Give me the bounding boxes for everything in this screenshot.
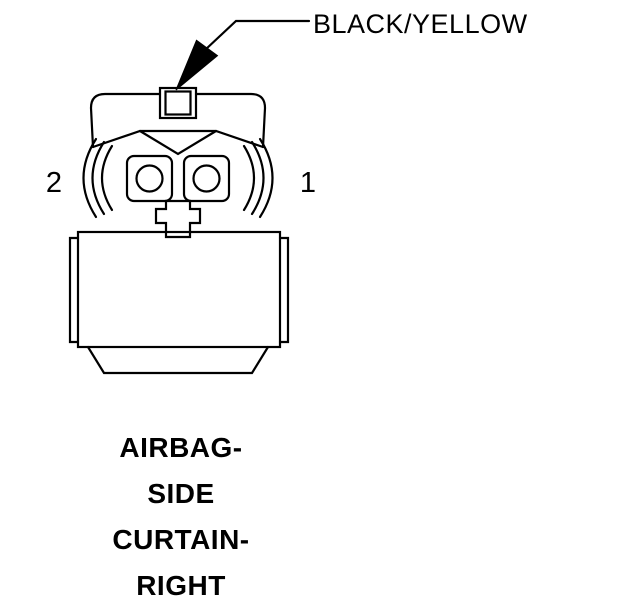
pin-number-1-label: 1 bbox=[300, 167, 316, 199]
right-end-cap bbox=[278, 236, 290, 344]
left-end-cap bbox=[68, 236, 80, 344]
right-rib-inner bbox=[242, 144, 255, 212]
caption-line-2: SIDE bbox=[147, 478, 214, 509]
left-rib-middle bbox=[91, 140, 106, 216]
caption-line-3: CURTAIN- bbox=[112, 524, 249, 555]
top-cap-center-vee bbox=[138, 129, 218, 156]
callout-leader-line bbox=[203, 19, 311, 52]
pin-number-2-label: 2 bbox=[46, 167, 62, 199]
callout-arrow-icon bbox=[175, 39, 219, 91]
left-rib-inner bbox=[101, 144, 114, 212]
caption-line-1: AIRBAG- bbox=[119, 432, 242, 463]
right-rib-middle bbox=[250, 140, 265, 216]
caption-line-4: RIGHT bbox=[136, 570, 226, 600]
connector-base-taper bbox=[86, 345, 270, 375]
latch-tab-outer bbox=[158, 86, 198, 120]
terminal-pin-2 bbox=[135, 164, 164, 193]
top-cap-bottom-edge bbox=[91, 129, 265, 149]
keyway bbox=[154, 199, 202, 239]
connector-top-cap bbox=[89, 92, 267, 149]
terminal-cavity-1 bbox=[182, 154, 231, 203]
latch-tab-inner bbox=[164, 90, 192, 116]
terminal-pin-1 bbox=[192, 164, 221, 193]
left-rib-outer bbox=[82, 137, 98, 219]
wire-color-label: BLACK/YELLOW bbox=[313, 9, 528, 39]
right-rib-outer bbox=[258, 137, 274, 219]
connector-lower-body bbox=[76, 230, 282, 349]
terminal-cavity-2 bbox=[125, 154, 174, 203]
